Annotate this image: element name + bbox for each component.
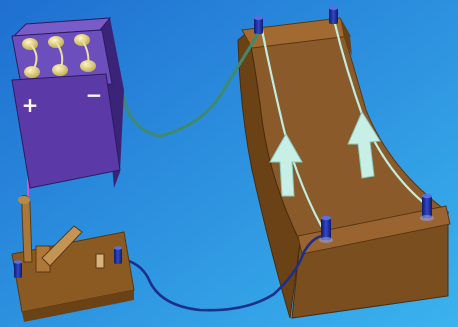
rail-terminal-front-left — [319, 215, 333, 243]
rail-board — [237, 6, 451, 319]
battery-cell-links — [29, 39, 90, 73]
switch-base-front — [22, 290, 134, 322]
rail-board-front-lip — [297, 205, 451, 255]
battery-cell-4 — [24, 66, 40, 78]
rail-arrow-left-icon — [269, 132, 303, 197]
switch-handle — [21, 195, 33, 263]
rail-terminal-back-right — [329, 6, 338, 24]
battery-positive-symbol: + — [22, 93, 39, 117]
knife-switch — [11, 195, 135, 322]
battery: + − — [11, 17, 124, 189]
switch-terminal-left — [14, 260, 22, 278]
rail-terminal-back-left — [254, 16, 263, 34]
rail-board-back-block-side — [340, 18, 352, 56]
battery-negative-symbol: − — [86, 83, 103, 107]
switch-handle-knob — [18, 196, 30, 204]
rail-board-left-face — [237, 31, 301, 319]
switch-terminal-right — [114, 246, 122, 264]
rail-arrow-right-icon — [347, 110, 381, 179]
wire-switch-to-rail — [117, 234, 323, 312]
battery-front-face — [11, 73, 121, 189]
switch-contact-clip — [95, 253, 105, 269]
rail-left — [260, 29, 329, 239]
rail-terminal-front-right — [420, 193, 434, 221]
switch-blade — [41, 225, 83, 267]
